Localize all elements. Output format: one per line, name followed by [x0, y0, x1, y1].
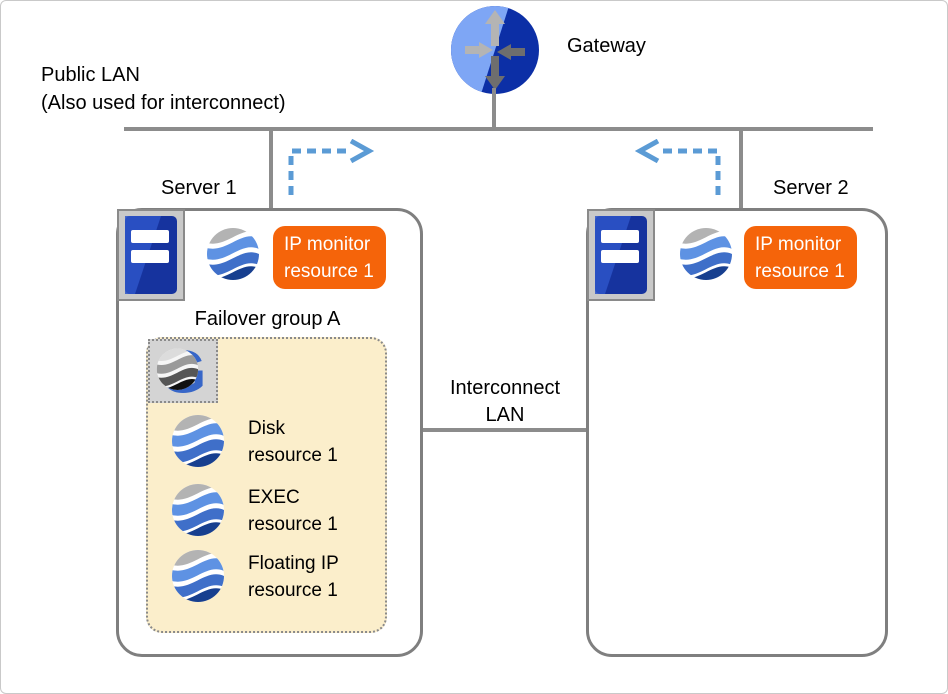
failover-group-label: Failover group A — [194, 308, 341, 330]
server1-label: Server 1 — [161, 177, 237, 199]
disk-resource-line2: resource 1 — [248, 445, 338, 466]
public-lan-line1: Public LAN — [41, 64, 140, 86]
interconnect-line1: Interconnect — [449, 377, 561, 399]
interconnect-line — [413, 428, 596, 432]
server1-ip-monitor-icon — [207, 228, 259, 280]
server2-ip-monitor-badge: IP monitor resource 1 — [744, 226, 857, 289]
exec-resource-line2: resource 1 — [248, 514, 338, 535]
monitor-arrow-server1-icon — [288, 139, 375, 195]
gateway-stem-line — [492, 88, 496, 129]
server2-ip-monitor-line2: resource 1 — [755, 261, 845, 282]
failover-group-icon-box — [148, 339, 218, 403]
exec-resource-line1: EXEC — [248, 487, 300, 508]
server2-label: Server 2 — [773, 177, 849, 199]
server1-ip-monitor-line2: resource 1 — [284, 261, 374, 282]
server2-drop-line — [739, 131, 743, 210]
resource-row-floating-ip: Floating IP resource 1 — [172, 550, 339, 604]
server2-ip-monitor-line1: IP monitor — [755, 234, 842, 255]
disk-resource-icon — [172, 415, 224, 467]
exec-resource-icon — [172, 484, 224, 536]
disk-resource-label: Disk resource 1 — [248, 415, 338, 469]
server2-ip-monitor-icon — [680, 228, 732, 280]
interconnect-line2: LAN — [485, 404, 525, 426]
floating-ip-resource-label: Floating IP resource 1 — [248, 550, 339, 604]
server1-ip-monitor-badge: IP monitor resource 1 — [273, 226, 386, 289]
public-lan-line2: (Also used for interconnect) — [41, 92, 286, 114]
cluster-group-g-icon — [150, 341, 216, 401]
server1-icon — [117, 209, 185, 301]
server2-icon — [587, 209, 655, 301]
public-lan-label: Public LAN (Also used for interconnect) — [41, 61, 286, 117]
disk-resource-line1: Disk — [248, 418, 285, 439]
floating-ip-resource-line2: resource 1 — [248, 580, 338, 601]
server1-ip-monitor-line1: IP monitor — [284, 234, 371, 255]
exec-resource-label: EXEC resource 1 — [248, 484, 338, 538]
gateway-label: Gateway — [567, 35, 646, 57]
server1-drop-line — [269, 131, 273, 210]
interconnect-label: Interconnect LAN — [425, 375, 585, 429]
floating-ip-resource-line1: Floating IP — [248, 553, 339, 574]
gateway-icon — [451, 6, 539, 94]
monitor-arrow-server2-icon — [634, 139, 721, 195]
floating-ip-resource-icon — [172, 550, 224, 602]
resource-row-disk: Disk resource 1 — [172, 415, 338, 469]
public-lan-line — [124, 127, 873, 131]
resource-row-exec: EXEC resource 1 — [172, 484, 338, 538]
